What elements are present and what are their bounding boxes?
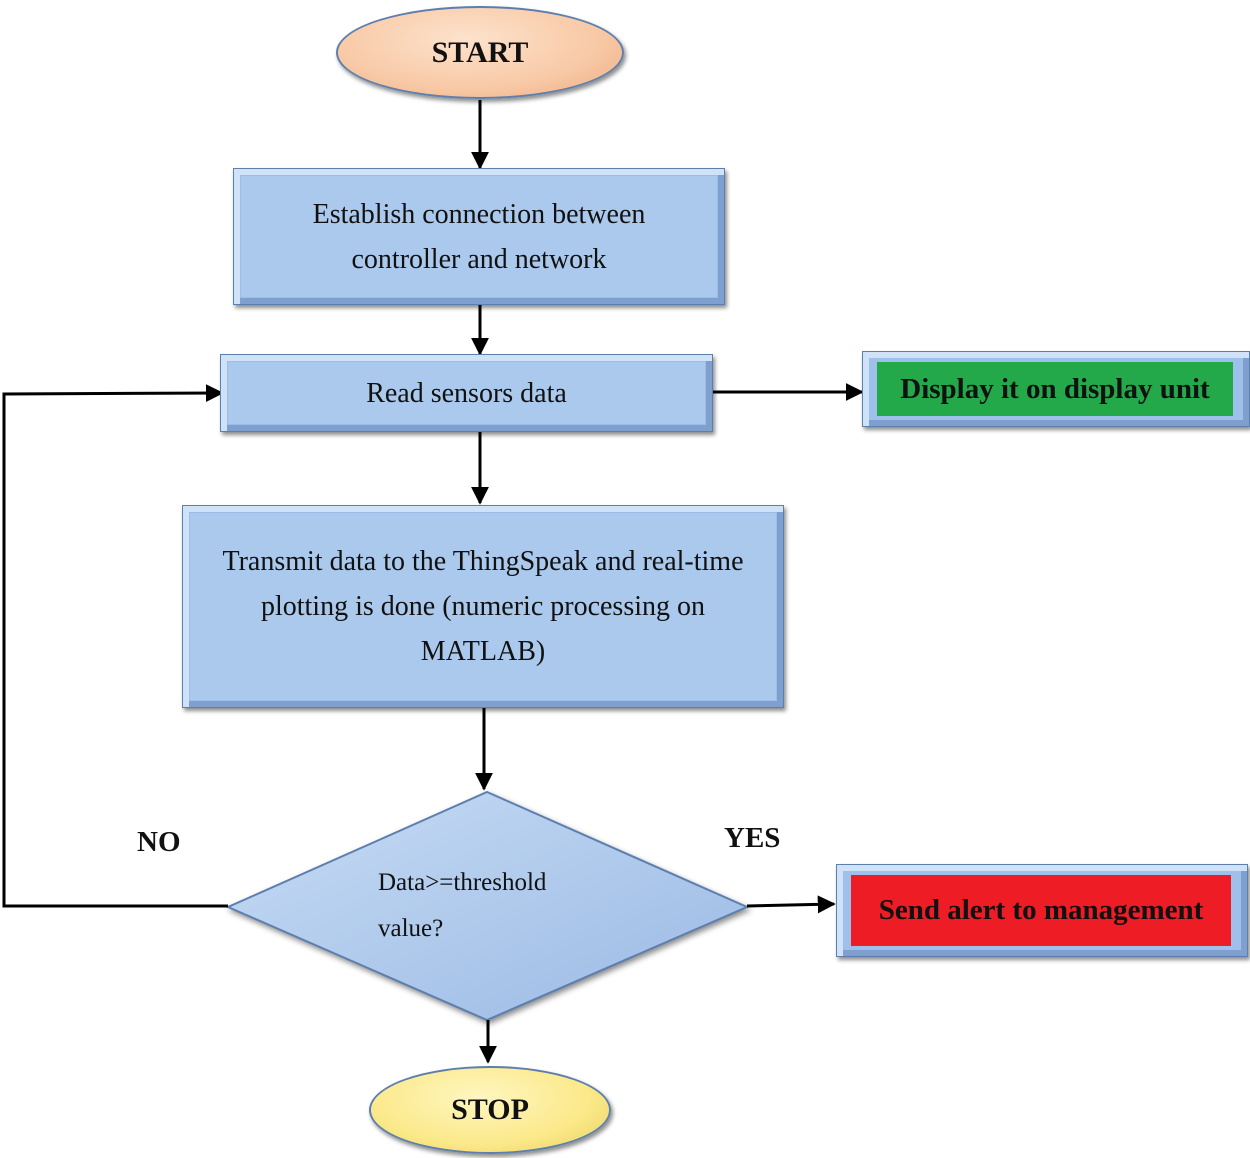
display-unit-fill: Display it on display unit: [877, 362, 1233, 416]
arrow-decision-to-alert: [746, 895, 836, 914]
decision-text: Data>=threshold value?: [378, 860, 546, 952]
display-unit-text: Display it on display unit: [900, 372, 1210, 405]
arrow-no-loop-to-read: [2, 384, 228, 908]
stop-label: STOP: [451, 1093, 529, 1126]
send-alert-box: Send alert to management: [836, 864, 1248, 957]
start-label: START: [431, 35, 529, 69]
transmit-data-box: Transmit data to the ThingSpeak and real…: [182, 505, 784, 708]
decision-text-line1: Data>=threshold: [378, 869, 547, 896]
transmit-data-text: Transmit data to the ThingSpeak and real…: [222, 546, 744, 667]
establish-connection-text: Establish connection between controller …: [312, 198, 646, 275]
yes-label: YES: [724, 822, 781, 854]
decision-text-line2: value?: [378, 915, 444, 942]
no-label: NO: [137, 826, 181, 858]
read-sensors-box: Read sensors data: [220, 354, 713, 432]
send-alert-fill: Send alert to management: [851, 875, 1231, 946]
start-terminal: START: [336, 6, 624, 99]
send-alert-text: Send alert to management: [878, 894, 1204, 926]
establish-connection-box: Establish connection between controller …: [233, 168, 725, 305]
display-unit-box: Display it on display unit: [862, 351, 1250, 427]
read-sensors-text: Read sensors data: [366, 377, 567, 409]
stop-terminal: STOP: [369, 1066, 611, 1154]
